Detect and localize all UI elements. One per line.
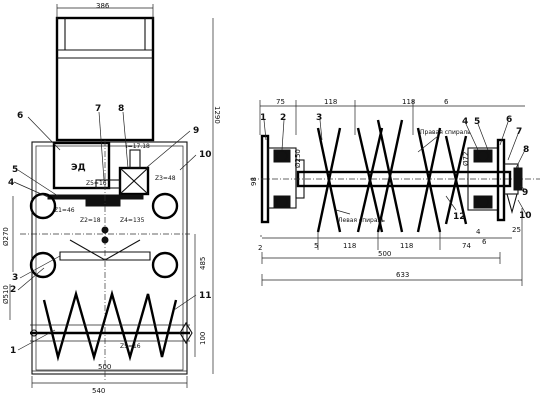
svg-text:Ø72: Ø72 <box>462 152 470 166</box>
wheel-bottom-right <box>151 251 179 279</box>
svg-text:9: 9 <box>522 188 528 198</box>
svg-text:118: 118 <box>400 242 413 250</box>
svg-text:11: 11 <box>199 291 212 301</box>
svg-text:7: 7 <box>516 127 522 137</box>
svg-text:74: 74 <box>462 242 471 250</box>
right-end-plate <box>496 138 506 222</box>
svg-text:4: 4 <box>476 228 481 236</box>
svg-text:6: 6 <box>482 238 487 246</box>
svg-text:2: 2 <box>280 113 286 123</box>
svg-text:633: 633 <box>396 271 409 279</box>
wheel-bottom-left <box>29 251 57 279</box>
svg-text:2: 2 <box>258 244 262 252</box>
svg-text:Ø270: Ø270 <box>2 227 10 246</box>
svg-text:5: 5 <box>314 242 318 250</box>
svg-text:540: 540 <box>92 387 105 395</box>
svg-text:8: 8 <box>118 104 124 114</box>
svg-text:Z3=48: Z3=48 <box>155 175 176 182</box>
svg-text:Z1=46: Z1=46 <box>54 207 75 214</box>
svg-text:485: 485 <box>199 257 207 270</box>
svg-text:118: 118 <box>402 98 415 106</box>
svg-text:6: 6 <box>444 98 449 106</box>
svg-text:1: 1 <box>10 346 16 356</box>
left-view: ЭД i=17.18 Z5=16 Z1=46 Z2=18 Z4=135 Z3=4… <box>2 2 221 395</box>
svg-text:100: 100 <box>199 332 207 345</box>
svg-text:5: 5 <box>12 165 18 175</box>
svg-text:Ø250: Ø250 <box>294 149 302 168</box>
motor-label: ЭД <box>71 163 86 173</box>
svg-text:6: 6 <box>506 115 512 125</box>
svg-text:Z4=135: Z4=135 <box>120 217 145 224</box>
svg-text:12: 12 <box>453 212 466 222</box>
auger-blades <box>316 119 468 233</box>
svg-text:3: 3 <box>316 113 322 123</box>
svg-text:75: 75 <box>276 98 285 106</box>
svg-text:6: 6 <box>17 111 23 121</box>
upper-frame <box>55 16 155 142</box>
svg-text:500: 500 <box>98 363 111 371</box>
svg-text:10: 10 <box>519 211 532 221</box>
svg-text:1: 1 <box>260 113 266 123</box>
dim-top-width: 386 <box>96 2 110 10</box>
dim-overall-height: 1290 <box>213 106 221 124</box>
svg-text:25: 25 <box>512 226 521 234</box>
svg-text:8: 8 <box>523 145 529 155</box>
wheel-top-left <box>29 192 57 220</box>
svg-text:7: 7 <box>95 104 101 114</box>
svg-text:Z5=16: Z5=16 <box>120 343 141 350</box>
svg-text:Ø510: Ø510 <box>2 285 10 304</box>
svg-text:9: 9 <box>193 126 199 136</box>
svg-text:500: 500 <box>378 250 391 258</box>
motor-box <box>52 141 111 190</box>
svg-text:5: 5 <box>474 117 480 127</box>
svg-text:118: 118 <box>324 98 337 106</box>
svg-text:10: 10 <box>199 150 212 160</box>
drive-shaft <box>47 194 144 200</box>
svg-text:98: 98 <box>250 177 258 186</box>
ratio-label: i=17.18 <box>126 143 150 150</box>
svg-text:2: 2 <box>10 285 16 295</box>
svg-text:118: 118 <box>343 242 356 250</box>
wheel-top-right <box>151 192 179 220</box>
svg-text:4: 4 <box>8 178 14 188</box>
svg-text:Z5=16: Z5=16 <box>86 180 107 187</box>
right-view: 75 118 118 6 <box>250 98 540 286</box>
auger-spiral <box>30 289 193 362</box>
svg-text:4: 4 <box>462 117 468 127</box>
svg-text:Z2=18: Z2=18 <box>80 217 101 224</box>
note-left-spiral: Левая спираль <box>338 217 385 224</box>
note-right-spiral: Правая спираль <box>420 129 471 136</box>
svg-text:3: 3 <box>12 273 18 283</box>
